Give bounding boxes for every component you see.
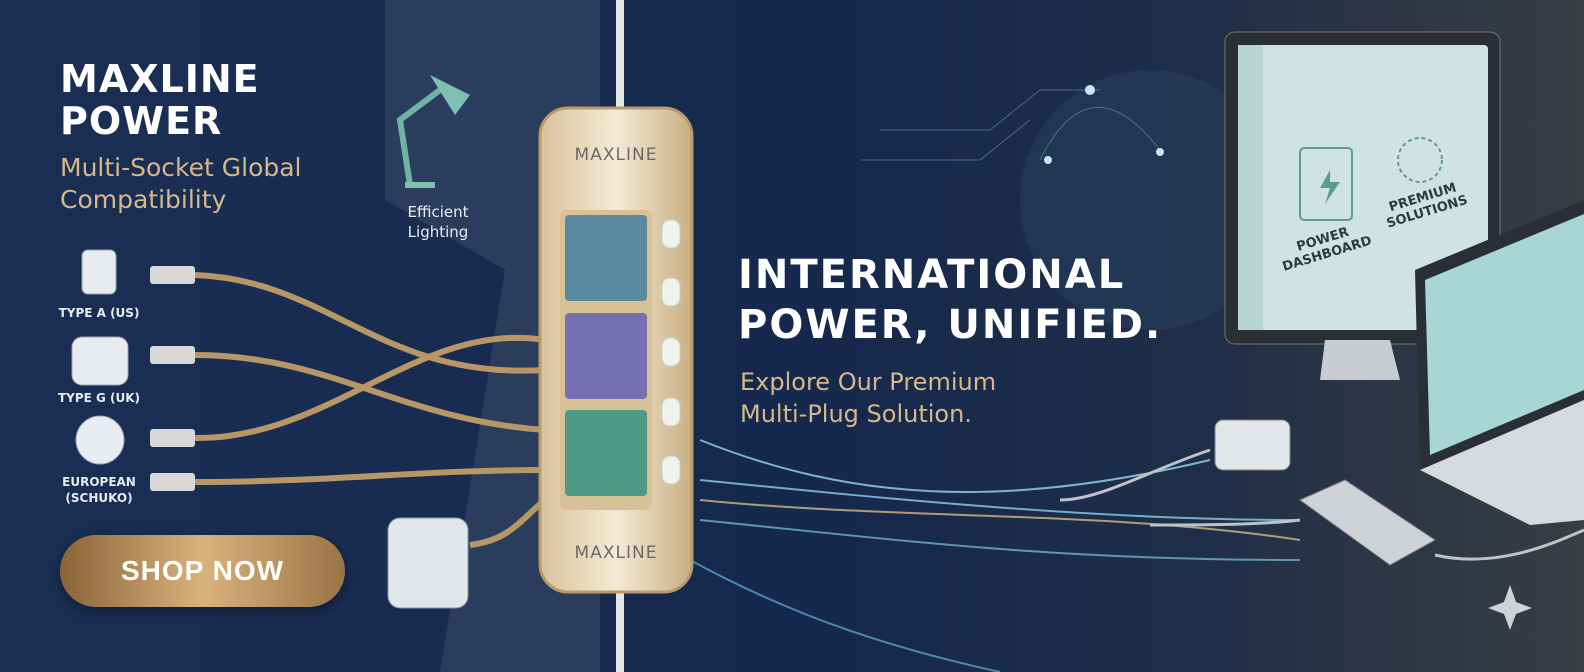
shop-now-button[interactable]: SHOP NOW bbox=[60, 535, 345, 607]
tagline-line2: Compatibility bbox=[60, 185, 227, 214]
lamp-label-line1: Efficient bbox=[407, 203, 469, 221]
schuko-line1: EUROPEAN bbox=[62, 475, 136, 489]
brand-title-line1: MAXLINE bbox=[60, 57, 260, 101]
lamp-label-line2: Lighting bbox=[407, 223, 469, 241]
tagline-line1: Multi-Socket Global bbox=[60, 153, 302, 182]
brand-tagline: Multi-Socket Global Compatibility bbox=[60, 152, 302, 216]
schuko-line2: (SCHUKO) bbox=[65, 491, 133, 505]
strip-logo-top: MAXLINE bbox=[574, 145, 658, 165]
sub-line2: Multi-Plug Solution. bbox=[740, 400, 972, 428]
plug-label-schuko: EUROPEAN (SCHUKO) bbox=[44, 474, 154, 506]
sub-line1: Explore Our Premium bbox=[740, 368, 997, 396]
headline-line2: POWER, UNIFIED. bbox=[738, 302, 1163, 348]
brand-title: MAXLINE POWER bbox=[60, 58, 260, 142]
lamp-label: Efficient Lighting bbox=[392, 202, 484, 242]
plug-label-type-g: TYPE G (UK) bbox=[57, 391, 141, 405]
plug-label-type-a: TYPE A (US) bbox=[58, 306, 140, 320]
sparkle-icon bbox=[1488, 585, 1532, 630]
hero-headline: INTERNATIONAL POWER, UNIFIED. bbox=[738, 250, 1162, 350]
hero-subheadline: Explore Our Premium Multi-Plug Solution. bbox=[740, 366, 996, 430]
strip-logo-bottom: MAXLINE bbox=[574, 543, 658, 563]
headline-line1: INTERNATIONAL bbox=[738, 252, 1126, 298]
brand-title-line2: POWER bbox=[60, 99, 223, 143]
